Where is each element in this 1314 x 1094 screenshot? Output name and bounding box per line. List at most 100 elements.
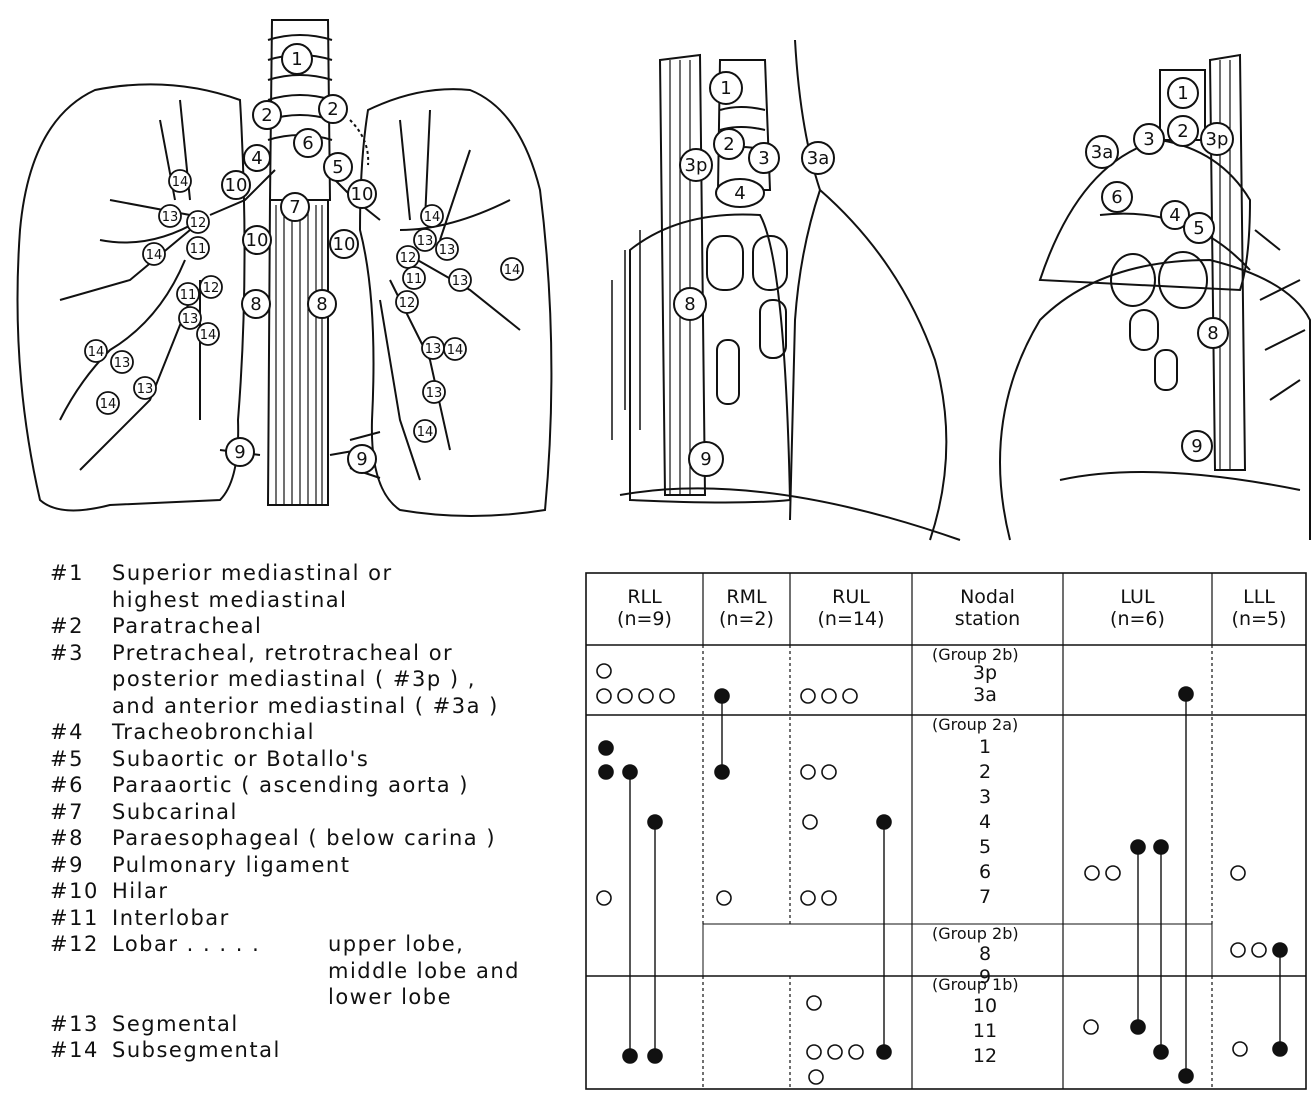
left-lung-outline <box>360 89 551 516</box>
node-9: 9 <box>348 445 376 473</box>
svg-text:1: 1 <box>720 78 731 99</box>
node-7: 7 <box>281 193 309 221</box>
svg-text:14: 14 <box>172 175 189 190</box>
station-row: 3a <box>960 686 1010 705</box>
legend-row: #3Pretracheal, retrotracheal or <box>50 640 570 667</box>
svg-text:4: 4 <box>1169 205 1180 226</box>
legend-number: #5 <box>50 746 112 773</box>
node-9: 9 <box>689 442 723 476</box>
legend-lobar-detail: middle lobe and <box>50 958 570 985</box>
legend-text: Subcarinal <box>112 799 570 826</box>
legend-text: Hilar <box>112 878 570 905</box>
node-8: 8 <box>242 290 270 318</box>
node-3: 3 <box>749 143 779 173</box>
svg-text:11: 11 <box>190 242 207 257</box>
esophagus <box>268 200 328 505</box>
svg-text:14: 14 <box>88 345 105 360</box>
svg-text:2: 2 <box>1177 121 1188 142</box>
node-3a: 3a <box>1086 136 1118 168</box>
svg-text:2: 2 <box>723 134 734 155</box>
svg-text:13: 13 <box>182 312 199 327</box>
svg-text:13: 13 <box>137 382 154 397</box>
svg-text:1: 1 <box>1177 83 1188 104</box>
legend-lobar-detail: upper lobe, <box>328 931 464 958</box>
node-10: 10 <box>330 230 358 258</box>
svg-text:8: 8 <box>316 294 327 315</box>
node-14: 14 <box>414 420 436 442</box>
group-label: (Group 2a) <box>932 717 1018 733</box>
svg-text:2: 2 <box>261 105 272 126</box>
legend-text: Paraaortic ( ascending aorta ) <box>112 772 570 799</box>
legend-number: #1 <box>50 560 112 587</box>
node-14: 14 <box>444 338 466 360</box>
node-2: 2 <box>253 101 281 129</box>
legend-number: #3 <box>50 640 112 667</box>
node-2: 2 <box>714 129 744 159</box>
legend-text: Segmental <box>112 1011 570 1038</box>
node-14: 14 <box>97 392 119 414</box>
node-12: 12 <box>187 211 209 233</box>
node-8: 8 <box>1198 318 1228 348</box>
svg-text:6: 6 <box>1111 187 1122 208</box>
node-14: 14 <box>169 170 191 192</box>
legend-row: highest mediastinal <box>50 587 570 614</box>
node-1: 1 <box>710 72 742 104</box>
legend-number: #9 <box>50 852 112 879</box>
legend-text: and anterior mediastinal ( #3a ) <box>112 693 570 720</box>
svg-text:6: 6 <box>302 133 313 154</box>
node-14: 14 <box>197 323 219 345</box>
header-rll: RLL(n=9) <box>586 586 703 630</box>
svg-text:13: 13 <box>439 243 456 258</box>
station-row: 11 <box>960 1022 1010 1041</box>
svg-text:3a: 3a <box>807 148 829 169</box>
node-13: 13 <box>179 307 201 329</box>
node-6: 6 <box>1102 182 1132 212</box>
node-4: 4 <box>244 145 270 171</box>
node-3a: 3a <box>802 142 834 174</box>
svg-text:14: 14 <box>146 248 163 263</box>
svg-text:10: 10 <box>333 234 356 255</box>
legend-text: Pretracheal, retrotracheal or <box>112 640 570 667</box>
station-row: 3 <box>960 788 1010 807</box>
svg-text:9: 9 <box>700 449 711 470</box>
legend-number <box>50 693 112 720</box>
station-row: 8 <box>960 945 1010 964</box>
legend-text: Superior mediastinal or <box>112 560 570 587</box>
svg-text:5: 5 <box>1193 218 1204 239</box>
node-6: 6 <box>294 129 322 157</box>
node-1: 1 <box>1168 78 1198 108</box>
legend-number <box>50 666 112 693</box>
svg-text:8: 8 <box>250 294 261 315</box>
svg-text:11: 11 <box>180 288 197 303</box>
metastasis-connectors <box>606 694 1280 1076</box>
station-row: 1 <box>960 738 1010 757</box>
svg-text:13: 13 <box>426 386 443 401</box>
svg-text:11: 11 <box>406 272 423 287</box>
legend-number: #2 <box>50 613 112 640</box>
legend-text: Subsegmental <box>112 1037 570 1064</box>
legend-number: #12 <box>50 931 112 958</box>
svg-text:10: 10 <box>225 175 248 196</box>
legend-number: #4 <box>50 719 112 746</box>
svg-text:1: 1 <box>291 49 302 70</box>
legend-number: #13 <box>50 1011 112 1038</box>
legend-row: #14Subsegmental <box>50 1037 570 1064</box>
node-2: 2 <box>1168 116 1198 146</box>
svg-text:14: 14 <box>447 343 464 358</box>
station-row: 5 <box>960 838 1010 857</box>
svg-text:13: 13 <box>425 342 442 357</box>
legend-text: Subaortic or Botallo's <box>112 746 570 773</box>
group-label: (Group 1b) <box>932 977 1019 993</box>
legend-number: #11 <box>50 905 112 932</box>
node-5: 5 <box>1184 213 1214 243</box>
node-9: 9 <box>1182 431 1212 461</box>
node-4: 4 <box>716 179 764 207</box>
svg-text:10: 10 <box>246 230 269 251</box>
svg-text:3p: 3p <box>685 155 708 176</box>
legend-number: #14 <box>50 1037 112 1064</box>
legend-row: #7Subcarinal <box>50 799 570 826</box>
svg-text:5: 5 <box>332 157 343 178</box>
